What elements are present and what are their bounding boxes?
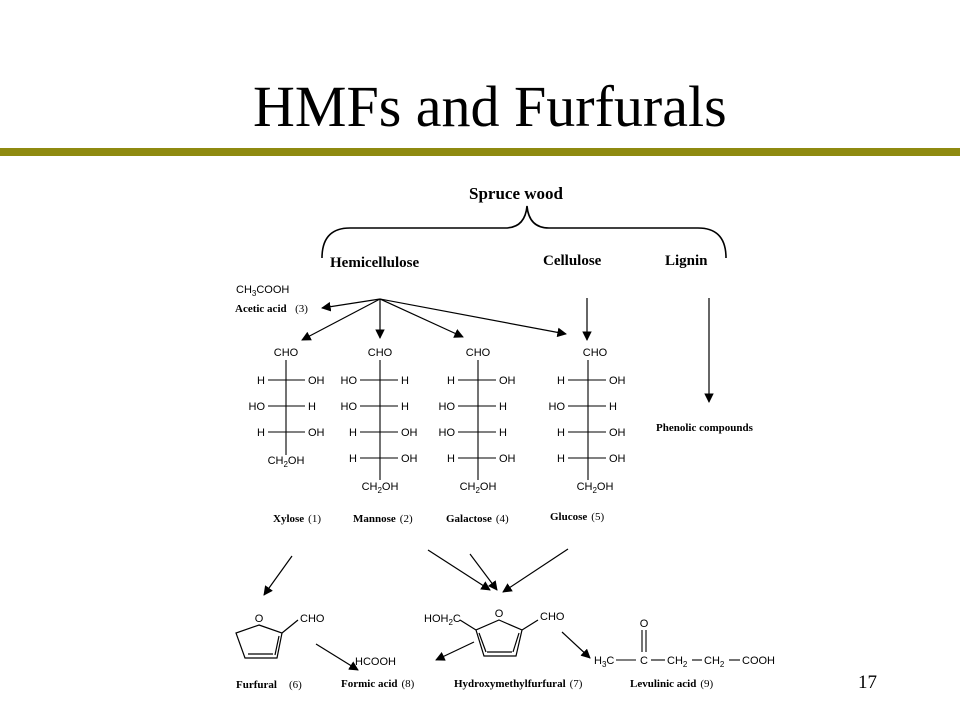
hemicellulose-arrows bbox=[301, 298, 714, 403]
furfural-structure bbox=[235, 619, 299, 659]
xylose-right-3: OH bbox=[308, 427, 325, 439]
furfural-oxygen: O bbox=[255, 613, 264, 625]
hmf-oxygen: O bbox=[495, 608, 504, 620]
component-lignin: Lignin bbox=[665, 253, 708, 269]
hmf-structure bbox=[459, 619, 539, 657]
mannose-right-2: H bbox=[401, 401, 409, 413]
levulinic-ch2-b: CH2 bbox=[704, 655, 725, 669]
levulinic-ch2-a: CH2 bbox=[667, 655, 688, 669]
brace bbox=[321, 205, 727, 259]
xylose-right-1: OH bbox=[308, 375, 325, 387]
source-label: Spruce wood bbox=[469, 184, 564, 203]
galactose-right-1: OH bbox=[499, 375, 516, 387]
levulinic-acid-label: Levulinic acid(9) bbox=[630, 678, 713, 690]
page-number: 17 bbox=[858, 672, 877, 693]
glucose-bottom: CH2OH bbox=[577, 481, 614, 495]
acetic-acid-formula: CH3COOH bbox=[236, 284, 289, 298]
product-arrows bbox=[263, 548, 591, 671]
hmf-label: Hydroxymethylfurfural(7) bbox=[454, 678, 583, 690]
mannose-left-4: H bbox=[349, 453, 357, 465]
levulinic-structure bbox=[616, 630, 740, 661]
glucose-left-4: H bbox=[557, 453, 565, 465]
glucose-label: Glucose(5) bbox=[550, 511, 604, 523]
mannose-right-1: H bbox=[401, 375, 409, 387]
hmf-cho: CHO bbox=[540, 611, 565, 623]
galactose-right-3: H bbox=[499, 427, 507, 439]
mannose-left-2: HO bbox=[341, 401, 358, 413]
levulinic-oxygen: O bbox=[640, 618, 649, 630]
galactose-label: Galactose(4) bbox=[446, 513, 509, 525]
mannose-left-3: H bbox=[349, 427, 357, 439]
xylose-right-2: H bbox=[308, 401, 316, 413]
glucose-right-3: OH bbox=[609, 427, 626, 439]
mannose-label: Mannose(2) bbox=[353, 513, 413, 525]
fischer-xylose bbox=[268, 360, 305, 455]
glucose-right-1: OH bbox=[609, 375, 626, 387]
glucose-top: CHO bbox=[583, 347, 608, 359]
galactose-bottom: CH2OH bbox=[460, 481, 497, 495]
glucose-right-4: OH bbox=[609, 453, 626, 465]
galactose-left-2: HO bbox=[439, 401, 456, 413]
title-divider bbox=[0, 148, 960, 156]
formic-acid-label: Formic acid(8) bbox=[341, 678, 415, 690]
fischer-galactose bbox=[458, 360, 496, 480]
galactose-left-3: HO bbox=[439, 427, 456, 439]
fischer-mannose bbox=[360, 360, 398, 480]
glucose-left-3: H bbox=[557, 427, 565, 439]
glucose-left-1: H bbox=[557, 375, 565, 387]
glucose-right-2: H bbox=[609, 401, 617, 413]
galactose-top: CHO bbox=[466, 347, 491, 359]
levulinic-cooh: COOH bbox=[742, 655, 775, 667]
xylose-top: CHO bbox=[274, 347, 299, 359]
fischer-glucose bbox=[568, 360, 606, 480]
levulinic-carbon: C bbox=[640, 655, 648, 667]
phenolic-compounds-label: Phenolic compounds bbox=[656, 422, 754, 434]
hmf-substituent: HOH2C bbox=[424, 613, 461, 627]
mannose-right-4: OH bbox=[401, 453, 418, 465]
mannose-right-3: OH bbox=[401, 427, 418, 439]
furfural-label: Furfural(6) bbox=[236, 679, 302, 691]
acetic-acid-label: Acetic acid (3) bbox=[235, 299, 308, 316]
component-hemicellulose: Hemicellulose bbox=[330, 255, 419, 271]
component-cellulose: Cellulose bbox=[543, 253, 602, 269]
xylose-bottom: CH2OH bbox=[268, 455, 305, 469]
xylose-left-3: H bbox=[257, 427, 265, 439]
galactose-right-2: H bbox=[499, 401, 507, 413]
formic-acid-formula: HCOOH bbox=[355, 656, 396, 668]
levulinic-h3c: H3C bbox=[594, 655, 614, 669]
mannose-bottom: CH2OH bbox=[362, 481, 399, 495]
furfural-cho: CHO bbox=[300, 613, 325, 625]
slide-title: HMFs and Furfurals bbox=[253, 74, 727, 139]
galactose-right-4: OH bbox=[499, 453, 516, 465]
galactose-left-1: H bbox=[447, 375, 455, 387]
glucose-left-2: HO bbox=[549, 401, 566, 413]
mannose-left-1: HO bbox=[341, 375, 358, 387]
xylose-left-1: H bbox=[257, 375, 265, 387]
mannose-top: CHO bbox=[368, 347, 393, 359]
xylose-left-2: HO bbox=[249, 401, 266, 413]
xylose-label: Xylose(1) bbox=[273, 513, 321, 525]
galactose-left-4: H bbox=[447, 453, 455, 465]
